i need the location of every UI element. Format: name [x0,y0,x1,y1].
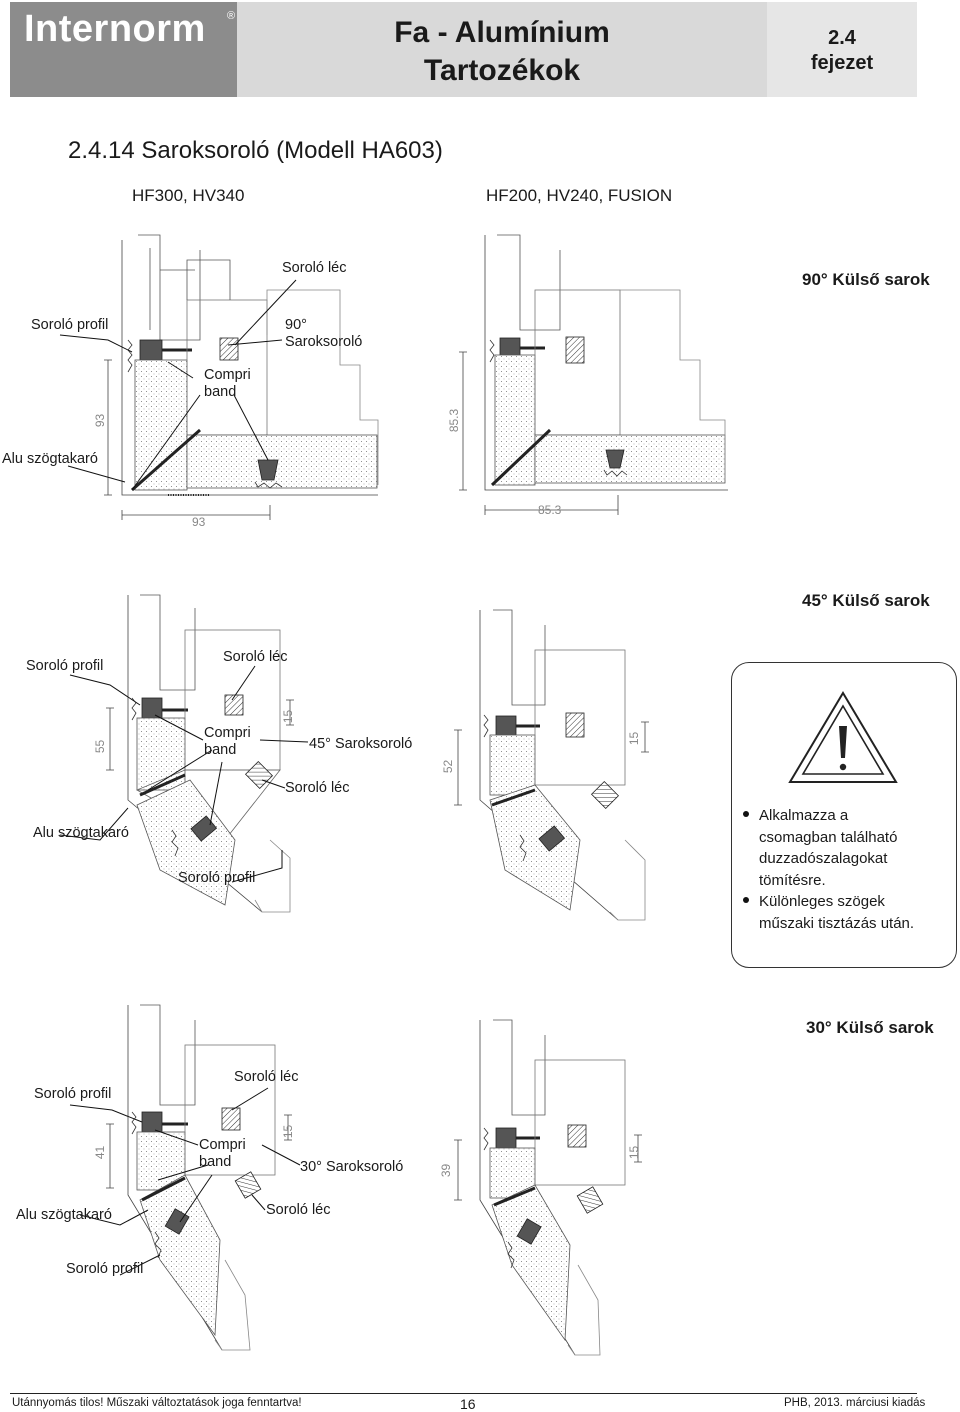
header-title-block: Fa - Alumínium Tartozékok [237,2,767,97]
dim-45-left-15: 15 [281,709,296,724]
dim-30-right: 39 [439,1163,454,1178]
label-45-sorolo-profil: Soroló profil [26,658,104,674]
dim-45-left: 55 [93,739,108,754]
warning-triangle-icon [788,691,898,783]
drawing-30-right [454,1019,642,1356]
label-90-alu: Alu szögtakaró [2,451,98,467]
label-90-saroksorolo-2: Saroksoroló [285,334,363,350]
label-90-compri-1: Compri [204,367,251,383]
column-heading-right: HF200, HV240, FUSION [486,186,673,205]
label-30-compri-2: band [199,1154,232,1170]
label-90-sorolo-profil: Soroló profil [31,317,109,333]
dim-90-right-h: 85.3 [538,503,562,517]
header-logo-block: Internorm ® [10,2,237,97]
label-45-sorolo-lec: Soroló léc [223,649,288,665]
label-45-saroksorolo: 45° Saroksoroló [309,736,413,752]
label-45-compri-1: Compri [204,725,251,741]
dim-45-right-15: 15 [627,731,642,746]
label-30-sorolo-profil-2: Soroló profil [66,1261,144,1277]
header-chapter-block: 2.4 fejezet [767,2,917,97]
corner-30-title: 30° Külső sarok [806,1018,934,1037]
section-title: 2.4.14 Saroksoroló (Modell HA603) [68,137,443,164]
dim-30-left-15: 15 [281,1124,296,1139]
header-title-line2: Tartozékok [423,54,581,87]
label-30-sorolo-lec-2: Soroló léc [266,1202,331,1218]
drawing-90-left [104,234,379,520]
label-30-compri-1: Compri [199,1137,246,1153]
label-45-alu: Alu szögtakaró [33,825,129,841]
leader-lines [59,279,309,1276]
label-30-saroksorolo: 30° Saroksoroló [300,1159,404,1175]
label-30-sorolo-lec: Soroló léc [234,1069,299,1085]
dim-30-right-15: 15 [627,1145,642,1160]
drawing-45-right [454,609,649,921]
column-heading-left: HF300, HV340 [132,186,245,205]
label-30-alu: Alu szögtakaró [16,1207,112,1223]
label-45-sorolo-lec-2: Soroló léc [285,780,350,796]
chapter-word: fejezet [810,52,874,74]
corner-45-title: 45° Külső sarok [802,591,930,610]
footer-divider [10,1393,917,1394]
dim-45-right: 52 [441,759,456,774]
label-30-sorolo-profil: Soroló profil [34,1086,112,1102]
label-45-compri-2: band [204,742,237,758]
label-90-saroksorolo-1: 90° [285,317,307,333]
drawing-90-right [459,234,728,515]
footer-edition: PHB, 2013. márciusi kiadás [784,1397,926,1409]
chapter-number: 2.4 [828,27,856,49]
header-title-line1: Fa - Alumínium [394,16,610,49]
corner-90-title: 90° Külső sarok [802,270,930,289]
dim-30-left: 41 [93,1145,108,1160]
brand-logo: Internorm [24,8,206,50]
label-45-sorolo-profil-2: Soroló profil [178,870,256,886]
drawing-45-left [106,594,294,913]
label-90-compri-2: band [204,384,237,400]
footer-copyright: Utánnyomás tilos! Műszaki változtatások … [12,1397,302,1409]
label-90-sorolo-lec: Soroló léc [282,260,347,276]
dim-90-right-v: 85.3 [447,408,462,433]
drawing-30-left [106,1004,292,1351]
registered-mark: ® [227,10,236,22]
dim-90-left-h: 93 [192,515,206,529]
page-number: 16 [460,1396,476,1412]
dim-90-left-v: 93 [93,413,108,428]
